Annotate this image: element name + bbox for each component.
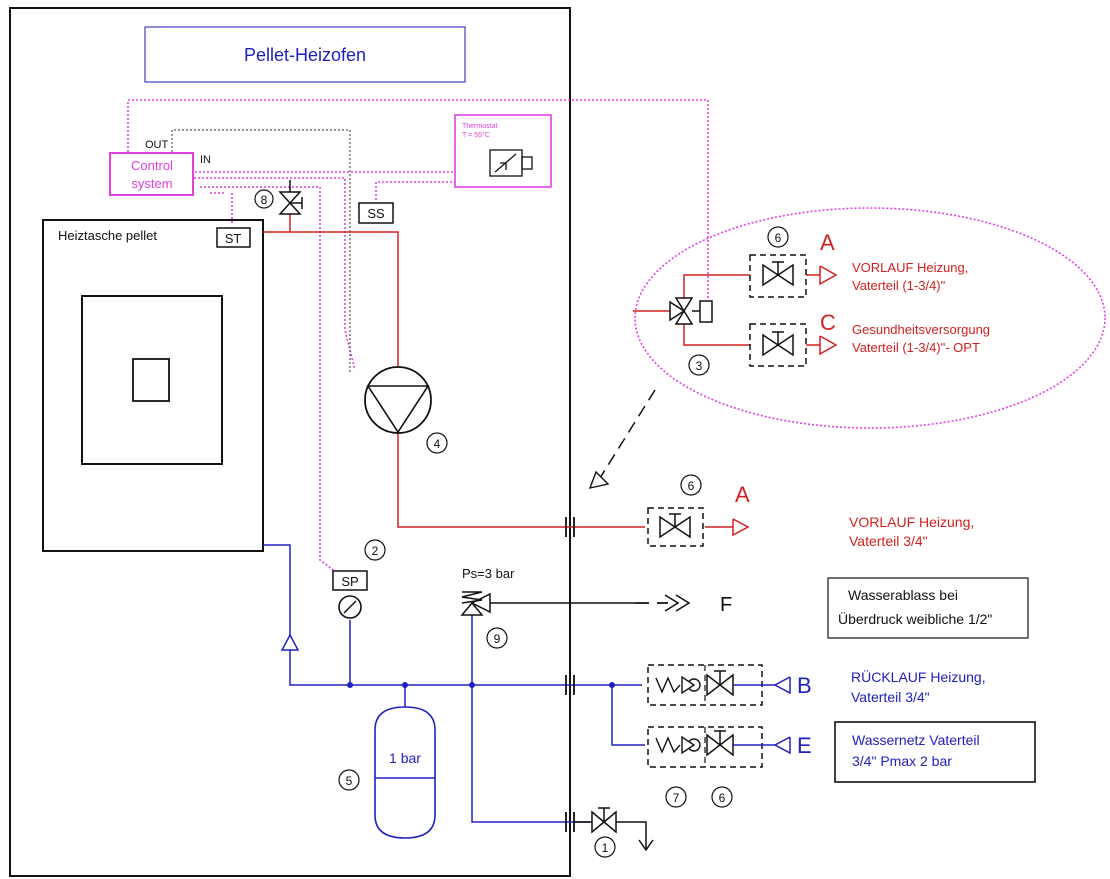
three-way-valve-3 xyxy=(669,297,713,325)
water-inlet-E xyxy=(773,736,791,755)
burner-pot xyxy=(132,358,170,402)
wassernetz-box xyxy=(834,721,1036,783)
check-valve-B xyxy=(655,675,701,695)
port-C: C xyxy=(820,310,836,335)
port-A-top: A xyxy=(820,230,835,255)
marker-5-label: 5 xyxy=(346,774,353,788)
marker-2 xyxy=(364,539,386,561)
marker-7 xyxy=(665,786,687,808)
vorlauf-mid-2: Vaterteil 3/4" xyxy=(849,533,928,549)
sp-label: SP xyxy=(341,574,358,589)
title: Pellet-Heizofen xyxy=(244,45,366,65)
option-valve-C xyxy=(762,331,794,357)
combustion-chamber xyxy=(81,295,223,465)
supply-valve-6 xyxy=(659,513,691,539)
ruecklauf-2: Vaterteil 3/4" xyxy=(851,689,930,705)
control-line2: system xyxy=(131,176,172,191)
control-system-box xyxy=(109,152,194,196)
marker-4 xyxy=(426,432,448,454)
option-outlet-C xyxy=(819,335,838,356)
marker-8 xyxy=(254,189,274,209)
marker-9-label: 9 xyxy=(494,632,501,646)
port-F: F xyxy=(720,594,732,616)
marker-6-bot xyxy=(711,786,733,808)
marker-6-mid xyxy=(680,474,702,496)
vessel-label: 1 bar xyxy=(389,750,421,766)
control-line1: Control xyxy=(131,158,173,173)
marker-3 xyxy=(688,354,710,376)
wassernetz-1: Wassernetz Vaterteil xyxy=(852,732,980,748)
marker-9 xyxy=(486,627,508,649)
st-sensor xyxy=(216,227,251,248)
marker-6-mid-label: 6 xyxy=(688,479,695,493)
supply-outlet-arrow xyxy=(732,518,750,537)
drain-valve xyxy=(575,807,654,852)
circulation-pump xyxy=(364,366,432,434)
title-box xyxy=(144,26,466,83)
ball-valve-E xyxy=(706,730,734,757)
marker-7-label: 7 xyxy=(673,791,680,805)
control-in-label: IN xyxy=(200,154,211,166)
marker-2-label: 2 xyxy=(372,544,379,558)
return-flow-arrow xyxy=(280,633,300,651)
marker-1-label: 1 xyxy=(602,841,609,855)
ruecklauf-1: RÜCKLAUF Heizung, xyxy=(851,668,986,685)
marker-1 xyxy=(594,836,616,858)
return-pipe xyxy=(263,544,645,823)
control-out-label: OUT xyxy=(145,139,169,151)
wall-fittings xyxy=(565,517,575,832)
marker-3-label: 3 xyxy=(696,359,703,373)
port-B: B xyxy=(797,673,812,698)
expansion-vessel xyxy=(374,706,436,839)
gesund-2: Vaterteil (1-3/4)"- OPT xyxy=(852,340,980,355)
boiler-housing xyxy=(9,7,571,877)
marker-6-bot-label: 6 xyxy=(719,791,726,805)
gesund-1: Gesundheitsversorgung xyxy=(852,322,990,337)
return-inlet-B xyxy=(773,676,791,695)
marker-8-label: 8 xyxy=(261,193,268,207)
check-valve-E xyxy=(655,735,701,755)
st-label: ST xyxy=(225,231,242,246)
supply-pipe xyxy=(263,214,733,528)
control-wiring xyxy=(127,99,709,576)
port-A-mid: A xyxy=(735,482,750,507)
ablass-box xyxy=(827,577,1029,639)
marker-6-top xyxy=(767,226,789,248)
thermostat-icon xyxy=(489,149,533,177)
wassernetz-2: 3/4" Pmax 2 bar xyxy=(852,753,952,769)
thermostat-box xyxy=(454,114,552,188)
thermostat-line1: Thermostat xyxy=(462,123,497,130)
heiztasche-box xyxy=(42,219,264,552)
port-E: E xyxy=(797,733,812,758)
option-pipe xyxy=(633,274,820,346)
ablass-1: Wasserablass bei xyxy=(848,587,958,603)
junction-dots xyxy=(347,682,615,688)
vorlauf-mid-1: VORLAUF Heizung, xyxy=(849,514,974,530)
ablass-2: Überdruck weibliche 1/2" xyxy=(838,610,992,627)
ss-sensor xyxy=(358,202,394,224)
marker-6-top-label: 6 xyxy=(775,231,782,245)
ball-valve-B xyxy=(706,670,734,697)
vorlauf-top-1: VORLAUF Heizung, xyxy=(852,260,968,275)
safety-valve-label: Ps=3 bar xyxy=(462,566,515,581)
option-outlet-A xyxy=(819,265,838,286)
bleed-valve-8 xyxy=(278,180,303,215)
ss-label: SS xyxy=(367,206,385,221)
thermostat-line2: T = 55°C xyxy=(462,131,490,139)
vorlauf-top-2: Vaterteil (1-3/4)" xyxy=(852,278,946,293)
option-valve-A xyxy=(762,261,794,287)
heiztasche-label: Heiztasche pellet xyxy=(58,228,157,243)
safety-valve xyxy=(460,591,635,616)
marker-4-label: 4 xyxy=(434,437,441,451)
option-ellipse xyxy=(634,207,1106,429)
sp-sensor xyxy=(332,570,368,591)
marker-5 xyxy=(338,769,360,791)
option-pointer xyxy=(599,389,656,479)
